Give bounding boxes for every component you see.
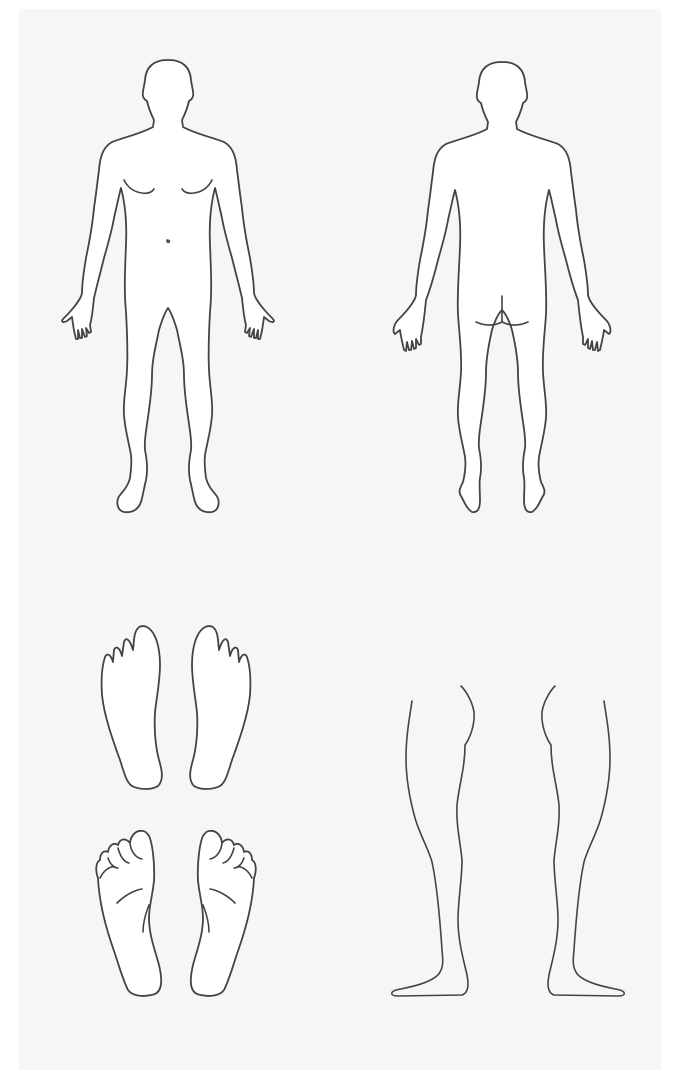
left-foot-top-outline [102,626,162,789]
feet-soles-figure[interactable] [96,831,255,996]
left-foot-sole-outline [96,831,161,996]
feet-top-figure[interactable] [102,626,251,789]
left-leg-side-outline [392,686,474,996]
body-front-figure[interactable] [62,60,274,512]
legs-side-figure[interactable] [392,686,625,996]
right-foot-top-outline [190,626,250,789]
body-back-figure[interactable] [394,62,611,512]
body-back-outline [394,62,611,512]
body-front-outline [62,60,274,512]
right-foot-sole-outline [191,831,256,996]
right-leg-side-outline [542,686,624,996]
